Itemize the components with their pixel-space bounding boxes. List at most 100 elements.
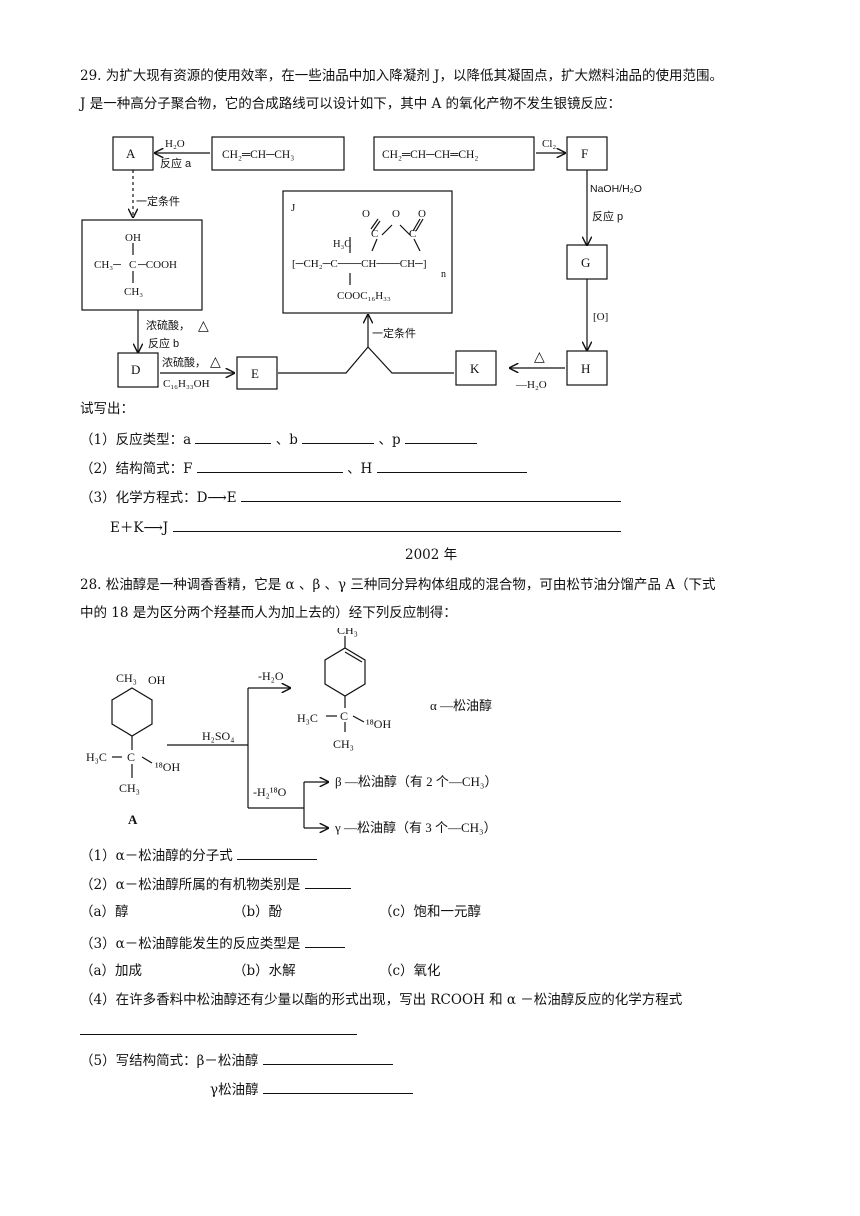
naoh-label: NaOH/H₂O bbox=[590, 183, 642, 195]
polymer-o1: O bbox=[362, 208, 370, 220]
box-G: G bbox=[581, 255, 590, 270]
hydroxy-ch3: CH₃ bbox=[124, 286, 143, 298]
delta-label-2: △ bbox=[210, 355, 221, 370]
beta-terpineol-label: β —松油醇（有 2 个—CH₃） bbox=[335, 774, 497, 789]
answer-blank-beta[interactable] bbox=[262, 1050, 393, 1065]
q28-sub1-label: （1）α－松油醇的分子式 bbox=[80, 848, 233, 864]
q28-sub2-opt-c[interactable]: （c）饱和一元醇 bbox=[379, 904, 482, 920]
q29-synthesis-diagram: A H₂O 反应 a CH₂═CH─CH₃ CH₂═CH─CH═CH₂ Cl₂ … bbox=[81, 136, 642, 391]
q29-sub3-label: （3）化学方程式：D⟶E bbox=[80, 490, 237, 506]
a-18oh: ¹⁸OH bbox=[155, 760, 180, 774]
answer-blank-formula[interactable] bbox=[237, 845, 318, 860]
q29-sub1-p: 、p bbox=[378, 432, 401, 448]
q28-sub3: （3）α－松油醇能发生的反应类型是 bbox=[80, 933, 345, 953]
oxidation-label: [O] bbox=[593, 311, 608, 323]
condition-label-1: 一定条件 bbox=[136, 194, 180, 208]
hydroxy-left: CH₃─ bbox=[94, 259, 121, 271]
answer-blank-b[interactable] bbox=[302, 429, 375, 444]
q29-sub2-label: （2）结构简式：F bbox=[80, 461, 193, 477]
polymer-o2: O bbox=[392, 208, 400, 220]
answer-blank-p[interactable] bbox=[404, 429, 477, 444]
q29-sub2-h: 、H bbox=[347, 461, 373, 477]
minus-h2o-label: —H₂O bbox=[515, 379, 547, 391]
polymer-j-label: J bbox=[291, 202, 296, 214]
q28-sub1: （1）α－松油醇的分子式 bbox=[80, 845, 318, 865]
q29-sub3-ek: E＋K⟶J bbox=[110, 520, 169, 536]
q28-sub3-opt-c[interactable]: （c）氧化 bbox=[379, 963, 441, 979]
q29-sub1: （1）反应类型：a 、b 、p bbox=[80, 429, 477, 449]
q29-sub3: （3）化学方程式：D⟶E bbox=[80, 487, 621, 507]
q28-sub5-gamma: γ松油醇 bbox=[210, 1082, 259, 1098]
q28-sub5-line2: γ松油醇 bbox=[210, 1079, 413, 1099]
q28-sub5: （5）写结构简式：β－松油醇 bbox=[80, 1050, 393, 1070]
answer-blank-f[interactable] bbox=[196, 458, 343, 473]
q28-sub3-opt-a[interactable]: （a）加成 bbox=[80, 963, 143, 979]
alpha-ch3b: CH₃ bbox=[333, 737, 354, 751]
polymer-n: n bbox=[441, 269, 446, 280]
polymer-c1: C bbox=[371, 228, 378, 240]
h2so4-label: H₂SO₄ bbox=[202, 729, 234, 743]
gamma-terpineol-label: γ —松油醇（有 3 个—CH₃） bbox=[334, 820, 497, 835]
alpha-ch3: CH₃ bbox=[337, 628, 358, 637]
answer-blank-h[interactable] bbox=[376, 458, 527, 473]
q29-ask: 试写出： bbox=[80, 401, 134, 417]
q28-sub4: （4）在许多香料中松油醇还有少量以酯的形式出现，写出 RCOOH 和 α －松油… bbox=[80, 992, 683, 1008]
q28-sub2-opt-a[interactable]: （a）醇 bbox=[80, 904, 129, 920]
answer-blank-class[interactable] bbox=[304, 874, 351, 889]
box-H: H bbox=[581, 361, 590, 376]
conc-h2so4-label-2: 浓硫酸， bbox=[162, 355, 206, 369]
minus-h2o-label-2: -H₂O bbox=[258, 669, 284, 683]
hydroxy-right: ─COOH bbox=[137, 259, 177, 271]
polymer-h3c: H₃C bbox=[333, 239, 351, 250]
reaction-a-label: 反应 a bbox=[160, 156, 192, 170]
q29-line1: 29. 为扩大现有资源的使用效率，在一些油品中加入降凝剂 J，以降低其凝固点，扩… bbox=[80, 68, 723, 84]
box-F: F bbox=[581, 146, 588, 161]
reaction-b-label: 反应 b bbox=[148, 336, 179, 350]
a-label: A bbox=[128, 812, 138, 827]
hydroxy-oh: OH bbox=[125, 232, 141, 244]
alpha-h3c: H₃C bbox=[297, 711, 318, 725]
delta-label-k: △ bbox=[534, 350, 545, 365]
answer-blank-d-e[interactable] bbox=[240, 487, 621, 502]
q28-sub2-label: （2）α－松油醇所属的有机物类别是 bbox=[80, 877, 301, 893]
answer-blank-reaction[interactable] bbox=[304, 933, 345, 948]
alcohol-label: C₁₆H₃₃OH bbox=[163, 378, 210, 390]
q28-sub2-opt-b[interactable]: （b）酚 bbox=[233, 904, 283, 920]
q28-sub3-label: （3）α－松油醇能发生的反应类型是 bbox=[80, 936, 301, 952]
condition-label-2: 一定条件 bbox=[372, 326, 416, 340]
a-ch3b: CH₃ bbox=[119, 781, 140, 795]
h2o-label: H₂O bbox=[165, 138, 185, 150]
alpha-terpineol-label: α —松油醇 bbox=[430, 698, 492, 713]
q28-sub2: （2）α－松油醇所属的有机物类别是 bbox=[80, 874, 351, 894]
answer-blank-a[interactable] bbox=[195, 429, 272, 444]
polymer-c2: C bbox=[409, 228, 416, 240]
q28-sub3-opt-b[interactable]: （b）水解 bbox=[233, 963, 296, 979]
reaction-p-label: 反应 p bbox=[592, 209, 623, 223]
polymer-o3: O bbox=[418, 208, 426, 220]
box-K: K bbox=[470, 361, 480, 376]
polymer-ester: COOC₁₆H₃₃ bbox=[337, 290, 391, 302]
propene-formula: CH₂═CH─CH₃ bbox=[222, 149, 294, 161]
alpha-c: C bbox=[340, 709, 348, 723]
alpha-18oh: ¹⁸OH bbox=[366, 717, 391, 731]
q29-sub2: （2）结构简式：F 、H bbox=[80, 458, 527, 478]
delta-label-1: △ bbox=[198, 319, 209, 334]
cl2-label: Cl₂ bbox=[542, 138, 556, 150]
answer-blank-e-k[interactable] bbox=[172, 517, 621, 532]
butadiene-formula: CH₂═CH─CH═CH₂ bbox=[382, 149, 478, 161]
q28-line1: 28. 松油醇是一种调香香精，它是 α 、β 、γ 三种同分异构体组成的混合物，… bbox=[80, 577, 716, 593]
minus-h2-18o-label: -H₂¹⁸O bbox=[253, 785, 287, 799]
a-h3c: H₃C bbox=[86, 750, 107, 764]
a-oh: OH bbox=[148, 673, 166, 687]
answer-line-ester[interactable] bbox=[80, 1034, 357, 1035]
a-ch3: CH₃ bbox=[116, 671, 137, 685]
q29-sub1-label: （1）反应类型：a bbox=[80, 432, 192, 448]
q28-line2: 中的 18 是为区分两个羟基而人为加上去的）经下列反应制得： bbox=[80, 605, 457, 621]
hydroxy-c: C bbox=[129, 259, 136, 271]
answer-blank-gamma[interactable] bbox=[262, 1079, 413, 1094]
box-E: E bbox=[251, 366, 259, 381]
q28-sub5-label: （5）写结构简式：β－松油醇 bbox=[80, 1053, 259, 1069]
a-c: C bbox=[127, 750, 135, 764]
conc-h2so4-label-1: 浓硫酸， bbox=[146, 318, 190, 332]
q29-line2: J 是一种高分子聚合物，它的合成路线可以设计如下，其中 A 的氧化产物不发生银镜… bbox=[80, 96, 622, 112]
